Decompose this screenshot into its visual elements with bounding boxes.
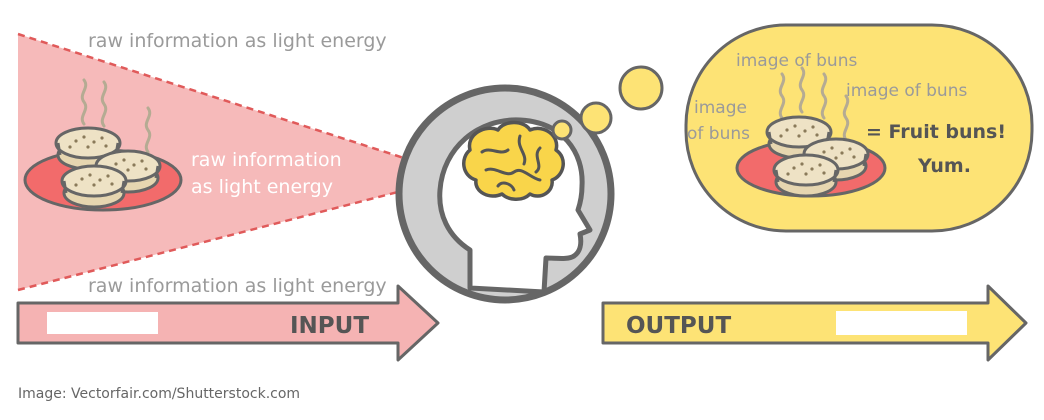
beam-bottom-dash xyxy=(17,174,461,292)
thought-result-1: = Fruit buns! xyxy=(866,121,1006,143)
thought-label-3-line1: image xyxy=(694,98,747,118)
input-label-top: raw information as light energy xyxy=(88,30,387,52)
light-energy-beam xyxy=(18,34,460,290)
beam-top-dash xyxy=(17,32,461,178)
input-arrow-label: INPUT xyxy=(290,313,369,339)
input-label-middle-2: as light energy xyxy=(191,176,333,198)
thought-result-2: Yum. xyxy=(917,155,971,177)
input-label-middle-1: raw information xyxy=(191,149,342,171)
thought-bubble-medium xyxy=(579,101,613,135)
output-arrow-label: OUTPUT xyxy=(626,313,731,339)
thought-bubble-large xyxy=(618,65,664,111)
thought-label-2: image of buns xyxy=(846,81,967,101)
thought-label-3-line2: of buns xyxy=(687,124,750,144)
output-arrow-blank xyxy=(836,311,967,335)
thought-bubble-small xyxy=(551,119,573,141)
input-arrow-blank xyxy=(47,312,158,334)
head-icon xyxy=(395,84,615,304)
output-arrow: OUTPUT xyxy=(601,284,1028,362)
input-arrow: INPUT xyxy=(16,284,440,362)
buns-plate-thought xyxy=(735,66,887,198)
brain-icon xyxy=(462,120,565,201)
thought-label-1: image of buns xyxy=(736,51,857,71)
input-label-bottom: raw information as light energy xyxy=(88,275,387,297)
buns-plate-input xyxy=(23,78,183,212)
image-credit: Image: Vectorfair.com/Shutterstock.com xyxy=(18,386,300,402)
